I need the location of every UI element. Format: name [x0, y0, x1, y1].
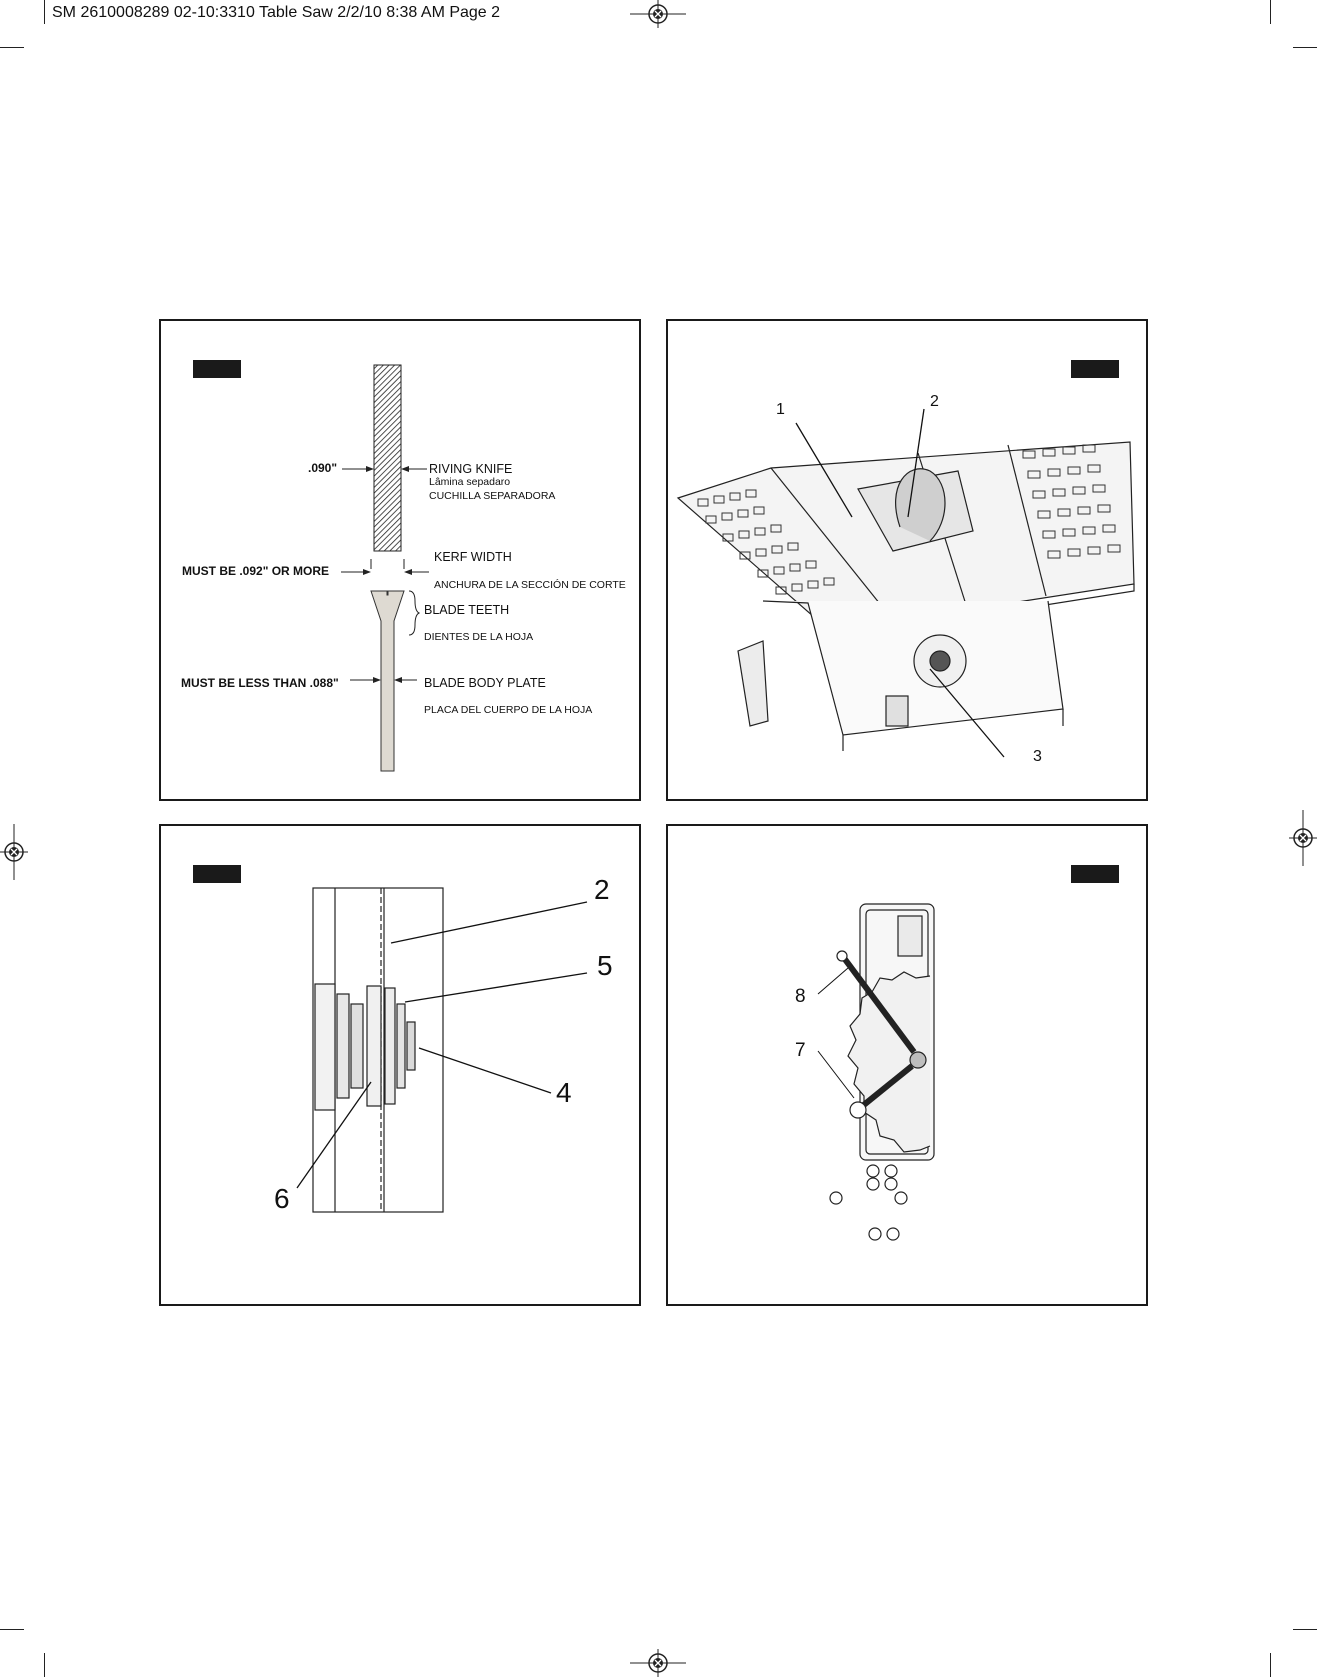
- blade-body-plate-label-es: PLACA DEL CUERPO DE LA HOJA: [424, 704, 592, 716]
- dimension-090-label: .090": [308, 461, 337, 475]
- callout-2: 2: [594, 874, 610, 906]
- callout-5: 5: [597, 950, 613, 982]
- callout-4: 4: [556, 1077, 572, 1109]
- page-slug: SM 2610008289 02-10:3310 Table Saw 2/2/1…: [52, 4, 500, 22]
- kerf-width-label-es: ANCHURA DE LA SECCIÓN DE CORTE: [434, 579, 626, 591]
- figure-riving-knife: .090" RIVING KNIFE Lâmina sepadaro CUCHI…: [159, 319, 641, 801]
- riving-knife-label-es: CUCHILLA SEPARADORA: [429, 490, 555, 502]
- registration-mark-right: [1289, 810, 1317, 866]
- must-be-less-088-label: MUST BE LESS THAN .088": [181, 676, 339, 690]
- must-be-092-label: MUST BE .092" OR MORE: [182, 564, 329, 578]
- callout-3: 3: [1033, 748, 1042, 766]
- registration-mark-top: [630, 0, 686, 28]
- riving-knife-label: RIVING KNIFE: [429, 462, 512, 476]
- figure-table-saw: 1 2 3: [666, 319, 1148, 801]
- callout-1: 1: [776, 401, 785, 419]
- riving-knife-diagram: [161, 321, 643, 803]
- blade-assembly-diagram: [161, 826, 643, 1308]
- kerf-width-label: KERF WIDTH: [434, 550, 512, 564]
- blade-body-plate-label: BLADE BODY PLATE: [424, 676, 546, 690]
- callout-2: 2: [930, 393, 939, 411]
- table-saw-illustration: [668, 321, 1150, 803]
- riving-knife-label-pt: Lâmina sepadaro: [429, 476, 510, 488]
- figure-blade-assembly: 2 5 4 6: [159, 824, 641, 1306]
- blade-teeth-label: BLADE TEETH: [424, 603, 509, 617]
- figure-blade-wrenches: 8 7: [666, 824, 1148, 1306]
- registration-mark-bottom: [630, 1649, 686, 1677]
- registration-mark-left: [0, 824, 28, 880]
- blade-wrenches-illustration: [668, 826, 1150, 1308]
- callout-8: 8: [795, 986, 806, 1008]
- callout-6: 6: [274, 1183, 290, 1215]
- blade-teeth-label-es: DIENTES DE LA HOJA: [424, 631, 533, 643]
- callout-7: 7: [795, 1040, 806, 1062]
